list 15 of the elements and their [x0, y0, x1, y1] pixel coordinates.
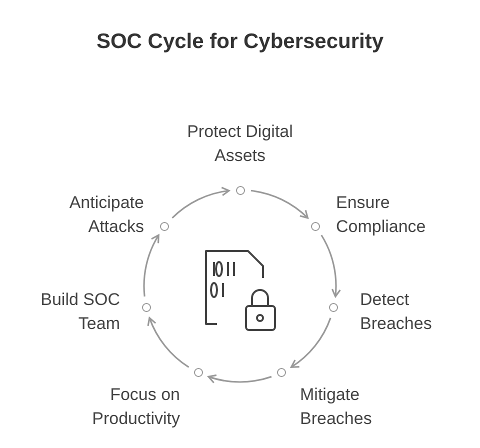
step-label: Build SOC Team [40, 290, 120, 333]
title: SOC Cycle for Cybersecurity [95, 29, 385, 55]
arrow [320, 234, 341, 298]
step-label: Detect Breaches [360, 290, 432, 333]
step-label: Mitigate Breaches [300, 385, 372, 428]
arrow [148, 317, 190, 368]
arrow [250, 190, 309, 219]
arrow [208, 374, 272, 384]
arrow [290, 318, 332, 368]
arrow [143, 234, 160, 297]
step-label: Focus on Productivity [92, 385, 180, 428]
step-label: Protect Digital Assets [187, 122, 293, 165]
arrow [172, 187, 230, 219]
step-label: Ensure Compliance [336, 193, 426, 236]
step-label: Anticipate Attacks [69, 193, 144, 236]
